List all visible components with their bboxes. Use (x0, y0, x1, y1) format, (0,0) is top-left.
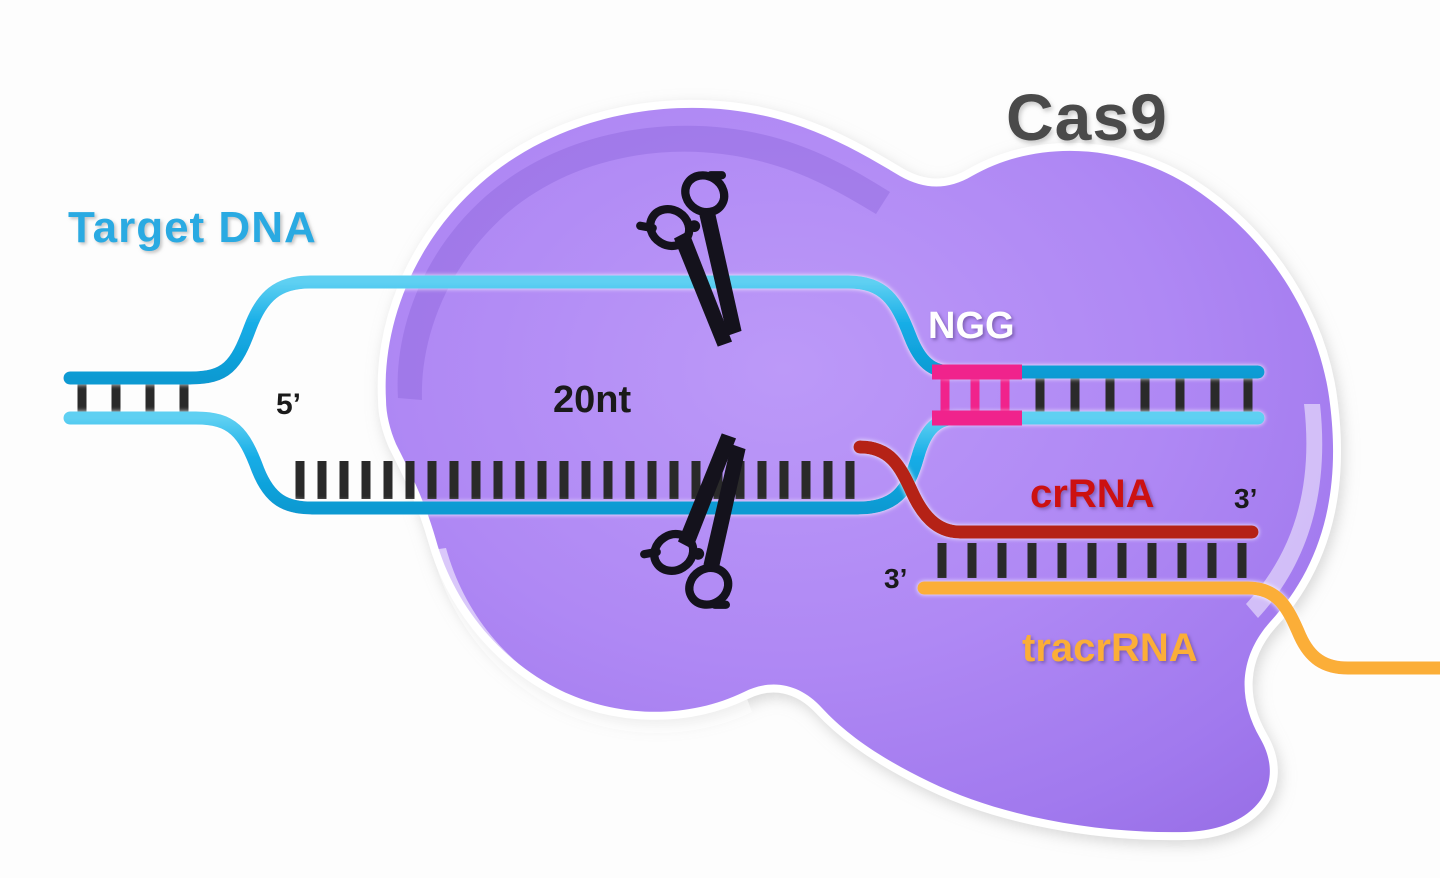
base-pair-rungs-downstream-dna (1035, 374, 1253, 414)
three-prime-tracrrna-label: 3’ (884, 563, 908, 594)
base-pair-rungs-crrna-tracrrna (937, 543, 1247, 578)
target-dna-label: Target DNA (68, 203, 317, 252)
five-prime-label: 5’ (276, 388, 302, 421)
strand-crrna (853, 440, 1259, 539)
base-pair-rungs-free-dna-left (77, 380, 189, 416)
strand-target-dna-top (63, 275, 1265, 385)
strand-target-dna-bottom (63, 411, 1265, 515)
cas9-blob-inner-shading (397, 125, 890, 401)
spacer-length-label: 20nt (553, 379, 632, 421)
base-pair-rungs-pam (940, 374, 1010, 414)
cas9-blob-right-highlight (1246, 404, 1323, 618)
three-prime-crrna-label: 3’ (1234, 483, 1258, 514)
scissors-icon (640, 433, 746, 609)
tracrrna-label: tracrRNA (1022, 626, 1198, 670)
cas9-blob-bottom-highlight (432, 548, 752, 734)
pam-ngg-label: NGG (928, 305, 1015, 347)
strand-tracrrna (917, 581, 1440, 675)
crrna-label: crRNA (1030, 472, 1155, 516)
scissors-icon (636, 171, 742, 347)
cas9-label: Cas9 (1006, 80, 1168, 154)
cas9-blob-body (385, 107, 1334, 833)
